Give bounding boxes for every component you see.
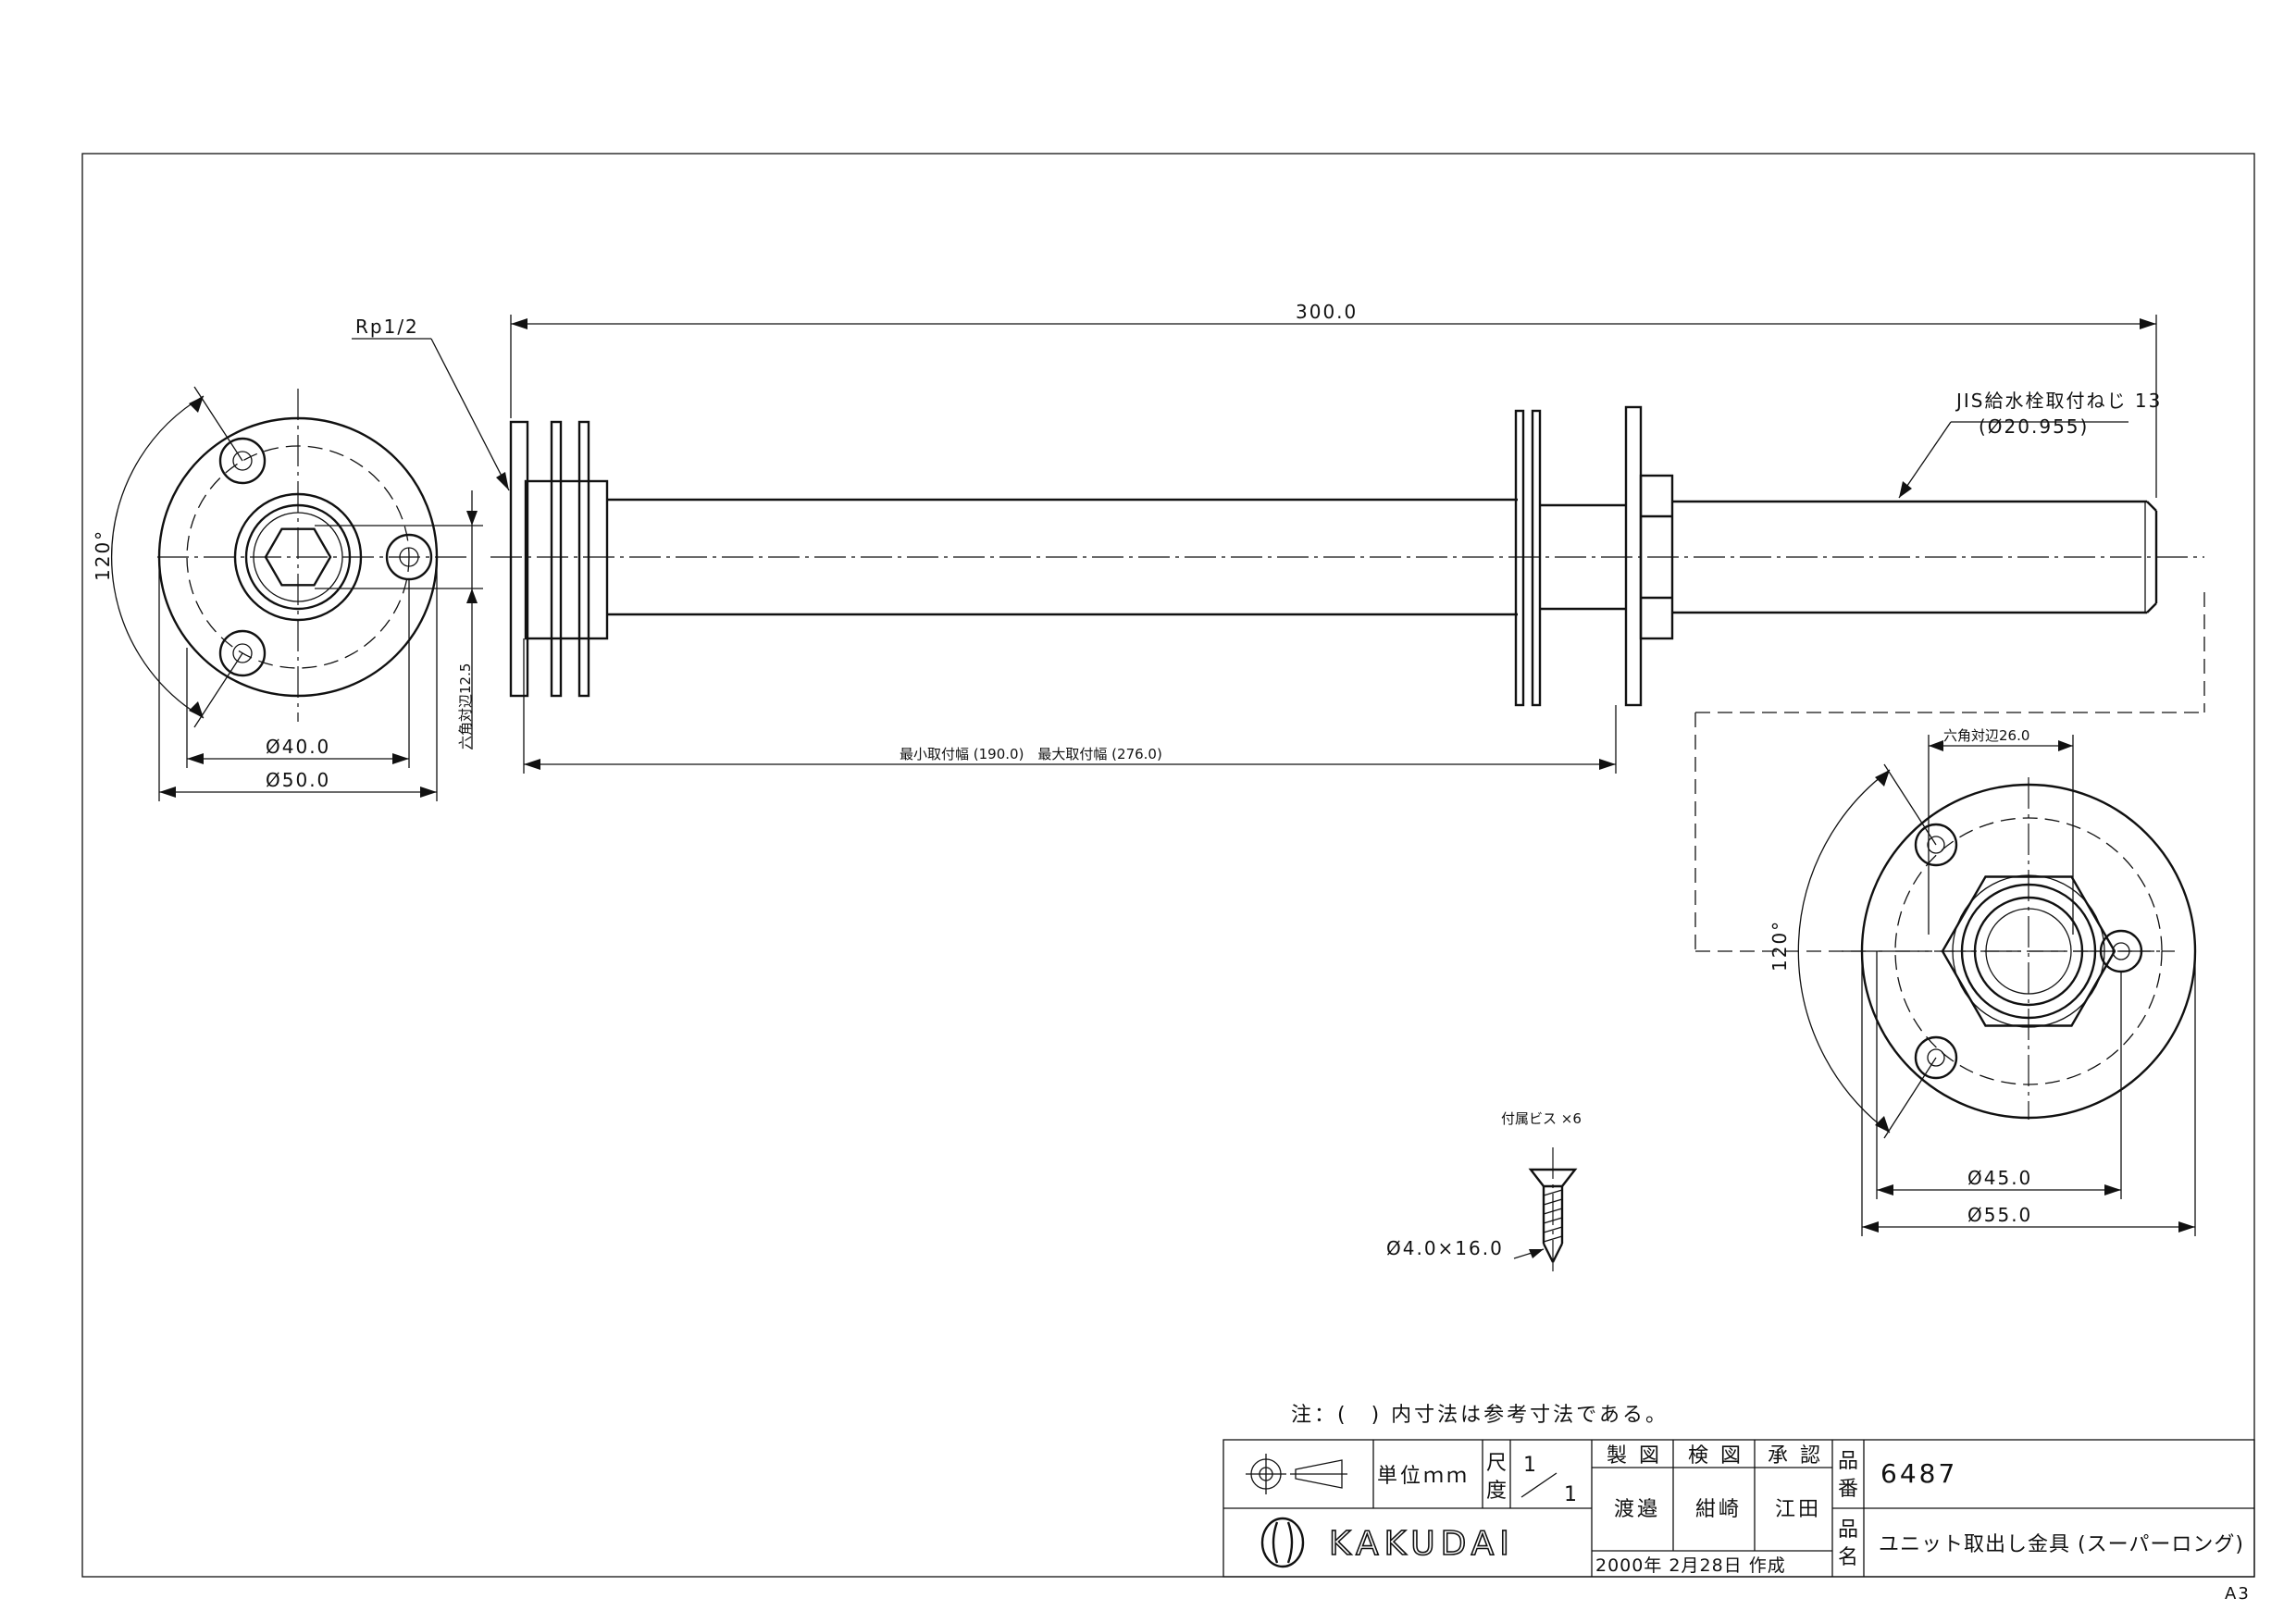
right-hex-label: 六角対辺26.0 xyxy=(1943,727,2029,744)
part-number-label-1: 品 xyxy=(1838,1450,1861,1473)
side-view: 300.0 Rp1/2 JIS給水栓取付ねじ 13 (Ø20.955) 最小取付… xyxy=(352,301,2205,952)
right-outer-diameter: Ø55.0 xyxy=(1967,1204,2032,1226)
left-outer-diameter: Ø50.0 xyxy=(266,769,330,791)
jis-thread-diameter: (Ø20.955) xyxy=(1979,415,2089,438)
header-drafted: 製 図 xyxy=(1607,1444,1662,1468)
scale-label-2: 度 xyxy=(1486,1480,1509,1503)
kakudai-logo-icon: KAKUDAI xyxy=(1260,1517,1515,1568)
name-drafted: 渡邉 xyxy=(1614,1498,1660,1521)
right-flange-view: 120° 六角対辺26.0 Ø45.0 Ø55.0 xyxy=(1769,727,2197,1236)
part-number-label-2: 番 xyxy=(1838,1478,1861,1501)
sheet-size: A3 xyxy=(2225,1584,2251,1604)
left-angle-label: 120° xyxy=(92,529,114,581)
screw-detail: 付属ビス ×6 Ø4.0×16.0 xyxy=(1386,1110,1582,1273)
drawing-border xyxy=(81,153,2255,1578)
right-inner-diameter: Ø45.0 xyxy=(1967,1167,2032,1189)
jis-thread-label: JIS給水栓取付ねじ 13 xyxy=(1955,390,2162,412)
logo-text: KAKUDAI xyxy=(1329,1525,1515,1563)
scale-label-1: 尺 xyxy=(1486,1452,1509,1475)
reference-note: 注：( ) 内寸法は参考寸法である。 xyxy=(1291,1404,1669,1427)
screw-size: Ø4.0×16.0 xyxy=(1386,1237,1504,1259)
left-hex-label: 六角対辺12.5 xyxy=(457,663,474,750)
header-approved: 承 認 xyxy=(1768,1444,1823,1468)
projection-symbol-icon xyxy=(1246,1454,1347,1494)
rp-thread-label: Rp1/2 xyxy=(355,316,419,338)
screw-label: 付属ビス ×6 xyxy=(1501,1110,1582,1127)
part-name: ユニット取出し金具 (スーパーロング) xyxy=(1879,1533,2244,1556)
scale-numerator: 1 xyxy=(1523,1454,1539,1477)
mounting-width-range: 最小取付幅 (190.0) 最大取付幅 (276.0) xyxy=(900,746,1162,762)
right-angle-label: 120° xyxy=(1769,920,1791,972)
part-name-label-1: 品 xyxy=(1838,1518,1861,1542)
part-number: 6487 xyxy=(1880,1458,1957,1489)
header-checked: 検 図 xyxy=(1688,1444,1744,1468)
left-flange-view: 120° 六角対辺12.5 Ø40.0 Ø50.0 xyxy=(92,386,483,801)
part-name-label-2: 名 xyxy=(1838,1546,1861,1569)
title-block: 単位ｍｍ 尺 度 1 1 KAKUDAI 製 図 検 図 承 認 渡邉 紺崎 江… xyxy=(1222,1439,2255,1578)
scale-denominator: 1 xyxy=(1564,1483,1580,1506)
left-inner-diameter: Ø40.0 xyxy=(266,736,330,758)
overall-length: 300.0 xyxy=(1296,301,1358,323)
name-approved: 江田 xyxy=(1775,1498,1821,1521)
creation-date: 2000年 2月28日 作成 xyxy=(1595,1555,1786,1576)
unit-label: 単位ｍｍ xyxy=(1377,1465,1470,1488)
name-checked: 紺崎 xyxy=(1695,1498,1742,1521)
